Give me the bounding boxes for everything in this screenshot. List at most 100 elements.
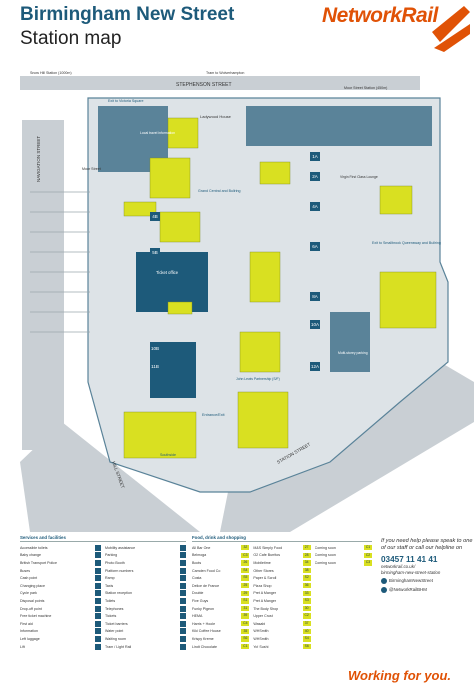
- platform-marker[interactable]: 5B: [150, 248, 160, 257]
- shop-block[interactable]: [123, 411, 197, 459]
- snow-hill-label: Snow Hill Station (1000m): [30, 71, 72, 75]
- legend-label: Accessible toilets: [20, 545, 48, 550]
- facility-icon: [180, 544, 186, 551]
- station-map[interactable]: 1A 2A 4A 6A 8A 10A 12A 4B 5B 10B 11B STE…: [0, 62, 474, 532]
- platform-marker[interactable]: 10A: [310, 320, 320, 329]
- platform-marker[interactable]: 10B: [150, 344, 160, 353]
- platform-marker[interactable]: 12A: [310, 362, 320, 371]
- legend-row: Ticket barriers: [105, 620, 186, 628]
- shop-block[interactable]: [123, 201, 157, 217]
- legend-row: Waiting room: [105, 635, 186, 643]
- legend-label: Station reception: [105, 591, 132, 596]
- shop-code: 40: [302, 628, 311, 635]
- svg-text:4A: 4A: [312, 204, 318, 209]
- platform-marker[interactable]: 1A: [310, 152, 320, 161]
- platform-marker[interactable]: 11B: [150, 362, 160, 371]
- platform-marker[interactable]: 6A: [310, 242, 320, 251]
- facility-icon: [180, 628, 186, 635]
- platform-marker[interactable]: 2A: [310, 172, 320, 181]
- street-label: STEPHENSON STREET: [176, 82, 232, 88]
- facebook-link[interactable]: BirminghamNewStreet: [381, 576, 473, 585]
- facility-icon: [95, 620, 101, 627]
- facility-icon: [180, 567, 186, 574]
- legend-row: Lift: [20, 643, 101, 651]
- legend-label: Tram / Light Rail: [105, 644, 132, 649]
- shop-code: S5: [241, 575, 250, 581]
- help-url-1[interactable]: networkrail.co.uk/: [381, 564, 416, 569]
- legend-row: Taxis: [105, 582, 186, 590]
- grand-central-label[interactable]: Grand Central and Bullring: [198, 189, 241, 193]
- shop-block[interactable]: [167, 301, 193, 315]
- facebook-icon: [381, 577, 387, 584]
- svg-text:12A: 12A: [311, 364, 319, 369]
- facility-icon: [180, 620, 186, 627]
- shop-block[interactable]: [379, 271, 437, 329]
- legend-row: Telephones: [105, 605, 186, 613]
- shop-block[interactable]: [159, 211, 201, 243]
- shop-block[interactable]: [239, 331, 281, 373]
- shop-name: Camden Food Co: [192, 568, 221, 573]
- helpline-phone[interactable]: 03457 11 41 41: [381, 555, 438, 564]
- shop-code: C2: [302, 613, 311, 619]
- shop-block[interactable]: [167, 117, 199, 149]
- help-url-2[interactable]: birmingham-new-street-station: [381, 570, 441, 575]
- shop-block[interactable]: [379, 185, 413, 215]
- shop-block[interactable]: [149, 157, 191, 199]
- platform-marker[interactable]: 8A: [310, 292, 320, 301]
- exit-smallbrook-label[interactable]: Exit to Smallbrook Queensway and Bullrin…: [372, 241, 441, 245]
- john-lewis-label[interactable]: John Lewis Partnership (S/F): [236, 377, 280, 381]
- shop-block[interactable]: [249, 251, 281, 303]
- shop-block[interactable]: [259, 161, 291, 185]
- shop-name: M&S Simply Food: [253, 545, 283, 550]
- shop-name: WHSmith: [253, 636, 269, 641]
- platform-marker[interactable]: 4B: [150, 212, 160, 221]
- page-title: Birmingham New Street: [20, 4, 235, 25]
- exit-victoria-label[interactable]: Exit to Victoria Square: [108, 99, 144, 103]
- navigation-street-road: [22, 120, 64, 450]
- shop-name: Wasabi: [253, 621, 266, 626]
- shop-name: O2 Cafe Burritos: [253, 553, 281, 558]
- entrance-exit-label[interactable]: Entrance/Exit: [202, 413, 226, 417]
- twitter-link[interactable]: @NetworkRailBHM: [381, 585, 473, 594]
- facility-icon: [95, 643, 101, 650]
- shop-name: Pizza Shop: [253, 583, 272, 588]
- shop-block[interactable]: [237, 391, 289, 449]
- legend-row: First aid: [20, 620, 101, 628]
- southside-label[interactable]: Southside: [160, 453, 176, 457]
- hill-street-road: [20, 422, 200, 532]
- brand-logo: NetworkRail: [322, 4, 438, 27]
- legend-label: British Transport Police: [20, 560, 57, 565]
- platform-marker[interactable]: 4A: [310, 202, 320, 211]
